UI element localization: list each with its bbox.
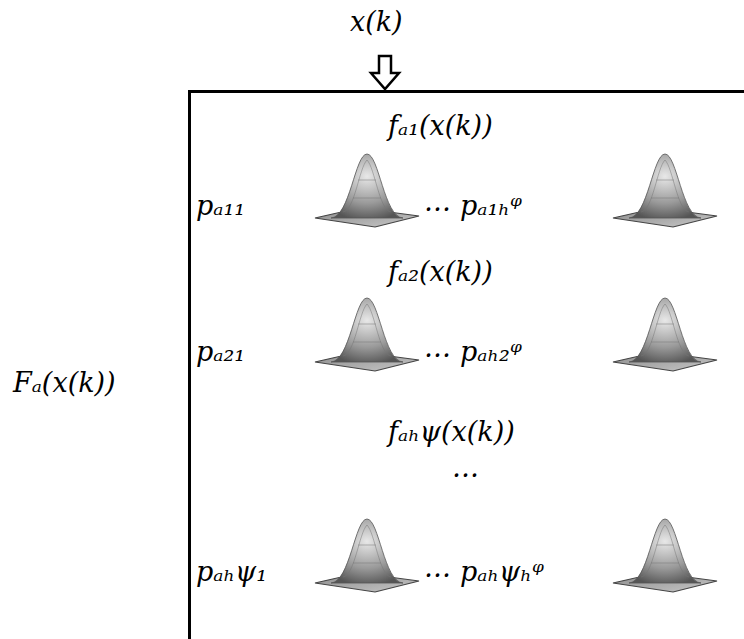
parameter-label: fₐ₂(x(k))	[388, 256, 493, 288]
gaussian-surface	[613, 298, 717, 371]
parameter-label: …	[424, 332, 451, 364]
gaussian-surface	[315, 519, 419, 592]
function-label: Fₐ(x(k))	[13, 367, 116, 399]
parameter-label: pₐ₂₁	[196, 336, 245, 368]
input-arrow	[371, 56, 399, 89]
parameter-label: …	[452, 452, 479, 484]
gaussian-surface	[315, 298, 419, 371]
parameter-label: fₐₕψ(x(k))	[388, 416, 515, 448]
gaussian-surface	[613, 519, 717, 592]
gaussian-surface	[613, 154, 717, 227]
parameter-label: pₐ₁ₕᵠ	[460, 190, 522, 222]
parameter-label: …	[424, 186, 451, 218]
input-signal: x(k)	[350, 6, 403, 38]
parameter-label: pₐₕ₂ᵠ	[460, 336, 522, 368]
parameter-label: pₐ₁₁	[196, 190, 245, 222]
parameter-label: fₐ₁(x(k))	[388, 110, 493, 142]
gaussian-surface	[315, 154, 419, 227]
parameter-label: pₐₕψₕᵠ	[460, 556, 544, 588]
parameter-label: pₐₕψ₁	[196, 556, 267, 588]
parameter-label: …	[424, 552, 451, 584]
